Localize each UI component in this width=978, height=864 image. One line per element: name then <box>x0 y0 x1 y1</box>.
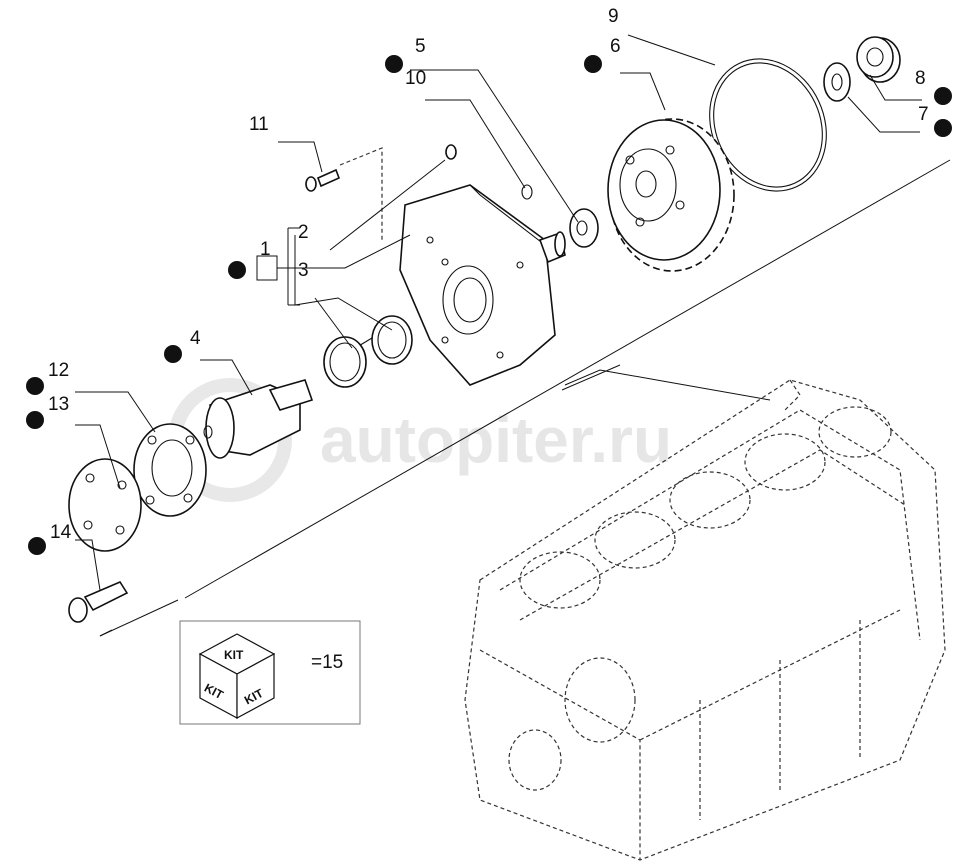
leader-lines <box>75 34 922 591</box>
callout-6: 6 <box>610 36 621 57</box>
kit-legend: KIT KIT KIT =15 <box>179 620 361 725</box>
spacer-washer <box>569 208 599 248</box>
callout-12: 12 <box>48 360 69 381</box>
screw <box>305 168 341 192</box>
bushing-outer <box>351 315 413 365</box>
washer <box>823 62 851 102</box>
callout-3: 3 <box>298 260 309 281</box>
assembly-frame <box>99 159 951 637</box>
callout-8: 8 <box>915 68 926 89</box>
callout-1: 1 <box>260 239 271 260</box>
callout-2: 2 <box>298 222 309 243</box>
flange-nut <box>856 36 901 83</box>
callout-9: 9 <box>608 6 619 27</box>
pump-housing <box>399 184 566 386</box>
watermark: autopiter.ru <box>168 378 672 502</box>
kit-cube-right <box>236 652 275 720</box>
drive-flange <box>133 423 207 517</box>
callout-5: 5 <box>415 36 426 57</box>
bushing-inner <box>323 336 367 388</box>
drive-gear <box>607 118 735 272</box>
callout-10: 10 <box>405 68 426 89</box>
kit-label-top: KIT <box>224 648 244 662</box>
callout-4: 4 <box>190 328 201 349</box>
watermark-text: autopiter.ru <box>320 404 672 476</box>
callout-14: 14 <box>50 522 72 543</box>
callout-7: 7 <box>918 104 929 125</box>
callout-11: 11 <box>249 114 269 135</box>
kit-equals-15: =15 <box>311 652 343 673</box>
small-o-ring <box>521 184 533 200</box>
callout-labels: 5 10 9 6 8 7 11 2 1 3 4 12 13 14 <box>48 6 929 543</box>
dowel-pin <box>445 144 457 160</box>
flange-bolt <box>68 580 129 623</box>
cover-plate <box>68 458 142 552</box>
callout-markers <box>26 55 952 686</box>
part-1-box <box>256 255 278 281</box>
pump-shaft <box>203 379 314 459</box>
callout-13: 13 <box>48 394 69 415</box>
engine-block <box>464 379 946 861</box>
